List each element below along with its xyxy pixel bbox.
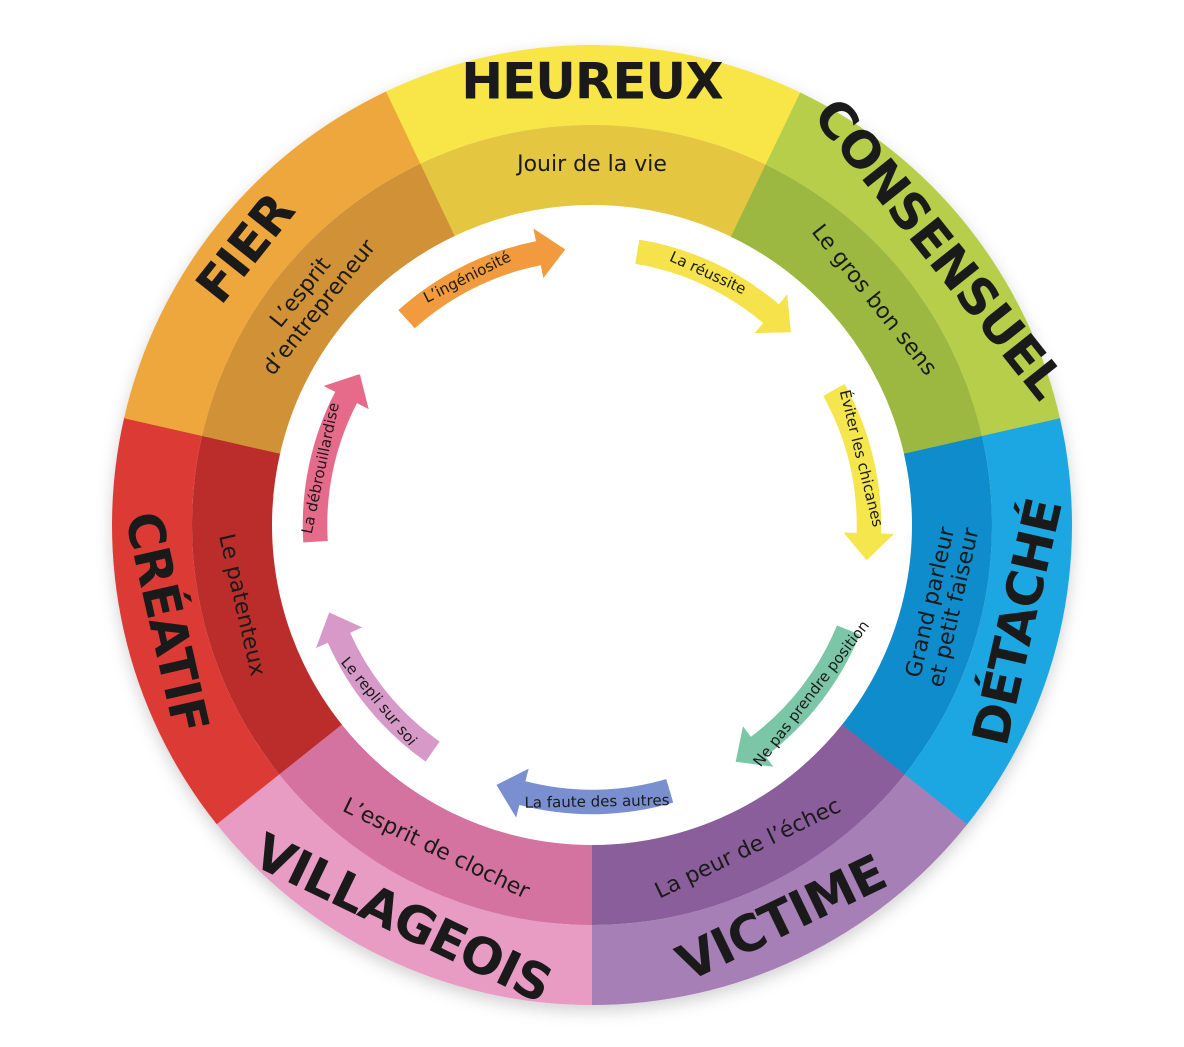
segment-creatif-outer (112, 415, 280, 825)
arrow-label-la-faute-des-autres: La faute des autres (524, 791, 669, 812)
segment-sublabel-heureux: Jouir de la vie (515, 152, 667, 177)
segment-fier-outer (124, 91, 421, 436)
arrow-la-debrouillardise (301, 372, 371, 545)
segment-detache-inner (841, 435, 992, 777)
segment-detache-outer (903, 418, 1072, 827)
flow-arrows (301, 225, 898, 822)
segment-victime-outer (589, 774, 968, 1005)
segment-fier-inner (202, 163, 455, 454)
inner-ring (191, 125, 992, 925)
arrow-la-reussite (633, 237, 793, 335)
segment-label-heureux: HEUREUX (461, 53, 723, 111)
segment-consensuel-inner (730, 164, 983, 456)
outer-ring (112, 44, 1072, 1005)
arrow-la-faute-des-autres (494, 765, 676, 822)
arrow-le-repli-sur-soi (313, 610, 442, 764)
segment-victime-inner (589, 724, 905, 925)
arrow-ne-pas-prendre-position (733, 623, 862, 769)
segment-creatif-inner (191, 433, 342, 775)
segment-heureux-inner (418, 125, 768, 238)
segment-consensuel-outer (765, 92, 1061, 439)
segment-heureux-outer (383, 44, 803, 166)
segment-villageois-outer (215, 772, 592, 1005)
arrow-l-ingeniosite (396, 225, 568, 331)
segment-villageois-inner (277, 723, 592, 925)
arrow-eviter-les-chicanes (821, 381, 898, 563)
